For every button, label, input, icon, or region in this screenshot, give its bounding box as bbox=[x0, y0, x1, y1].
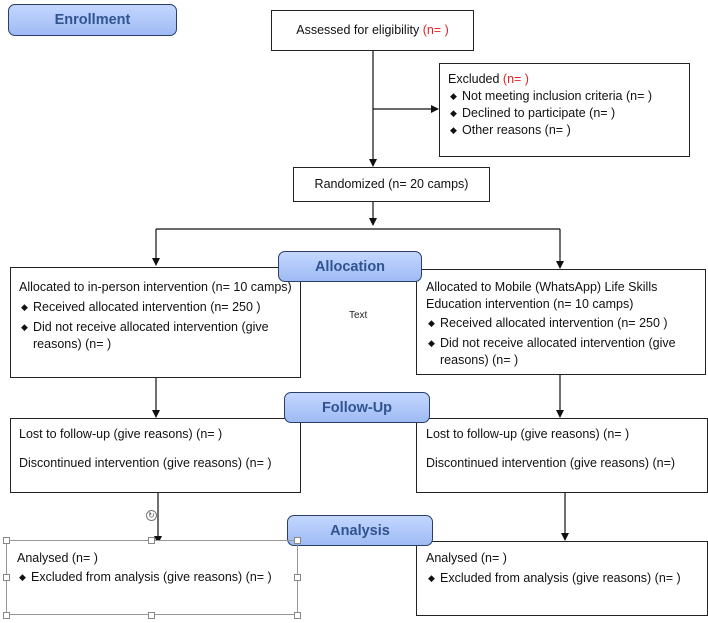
assessed-count: (n= ) bbox=[422, 23, 449, 37]
rotate-icon[interactable]: ↻ bbox=[146, 510, 157, 521]
left-excluded-analysis: ◆Excluded from analysis (give reasons) (… bbox=[19, 570, 272, 584]
resize-handle-bottom-left[interactable] bbox=[3, 612, 10, 619]
right-allocation-item: ◆Did not receive allocated intervention … bbox=[428, 336, 676, 367]
resize-handle-top[interactable] bbox=[148, 537, 155, 544]
left-lost-text: Lost to follow-up (give reasons) (n= ) bbox=[19, 427, 223, 441]
left-allocation-item: ◆Received allocated intervention (n= 250… bbox=[21, 300, 261, 314]
right-discontinued-text: Discontinued intervention (give reasons)… bbox=[426, 456, 676, 470]
resize-handle-bottom[interactable] bbox=[148, 612, 155, 619]
left-allocation-box: Allocated to in-person intervention (n= … bbox=[10, 267, 301, 378]
analysis-label: Analysis bbox=[287, 515, 433, 546]
resize-handle-top-left[interactable] bbox=[3, 537, 10, 544]
left-analysed-text: Analysed (n= ) bbox=[17, 551, 98, 565]
selection-frame bbox=[6, 540, 298, 615]
resize-handle-bottom-right[interactable] bbox=[294, 612, 301, 619]
right-allocation-box: Allocated to Mobile (WhatsApp) Life Skil… bbox=[416, 269, 706, 375]
left-allocation-title: Allocated to in-person intervention (n= … bbox=[19, 280, 292, 294]
left-followup-box: Lost to follow-up (give reasons) (n= ) D… bbox=[10, 418, 301, 493]
placeholder-text[interactable]: Text bbox=[349, 310, 368, 321]
excluded-box: Excluded (n= ) ◆Not meeting inclusion cr… bbox=[439, 63, 690, 157]
right-allocation-title: Allocated to Mobile (WhatsApp) Life Skil… bbox=[426, 280, 658, 311]
excluded-item: ◆Declined to participate (n= ) bbox=[450, 106, 616, 120]
right-lost-text: Lost to follow-up (give reasons) (n= ) bbox=[426, 427, 630, 441]
left-allocation-item: ◆Did not receive allocated intervention … bbox=[21, 320, 269, 351]
resize-handle-top-right[interactable] bbox=[294, 537, 301, 544]
assessed-label: Assessed for eligibility bbox=[296, 23, 423, 37]
allocation-label: Allocation bbox=[278, 251, 422, 282]
excluded-label: Excluded bbox=[448, 72, 503, 86]
resize-handle-right[interactable] bbox=[294, 574, 301, 581]
right-analysis-box: Analysed (n= ) ◆Excluded from analysis (… bbox=[416, 541, 708, 616]
excluded-count: (n= ) bbox=[502, 72, 529, 86]
excluded-item: ◆Not meeting inclusion criteria (n= ) bbox=[450, 89, 653, 103]
right-followup-box: Lost to follow-up (give reasons) (n= ) D… bbox=[416, 418, 708, 493]
left-discontinued-text: Discontinued intervention (give reasons)… bbox=[19, 456, 272, 470]
right-excluded-analysis: ◆Excluded from analysis (give reasons) (… bbox=[428, 571, 681, 585]
enrollment-label: Enrollment bbox=[8, 4, 177, 36]
randomized-box: Randomized (n= 20 camps) bbox=[293, 167, 490, 202]
follow-up-label: Follow-Up bbox=[284, 392, 430, 423]
right-analysed-text: Analysed (n= ) bbox=[426, 551, 507, 565]
assessed-box: Assessed for eligibility (n= ) bbox=[271, 10, 474, 51]
right-allocation-item: ◆Received allocated intervention (n= 250… bbox=[428, 316, 668, 330]
excluded-item: ◆Other reasons (n= ) bbox=[450, 123, 571, 137]
resize-handle-left[interactable] bbox=[3, 574, 10, 581]
